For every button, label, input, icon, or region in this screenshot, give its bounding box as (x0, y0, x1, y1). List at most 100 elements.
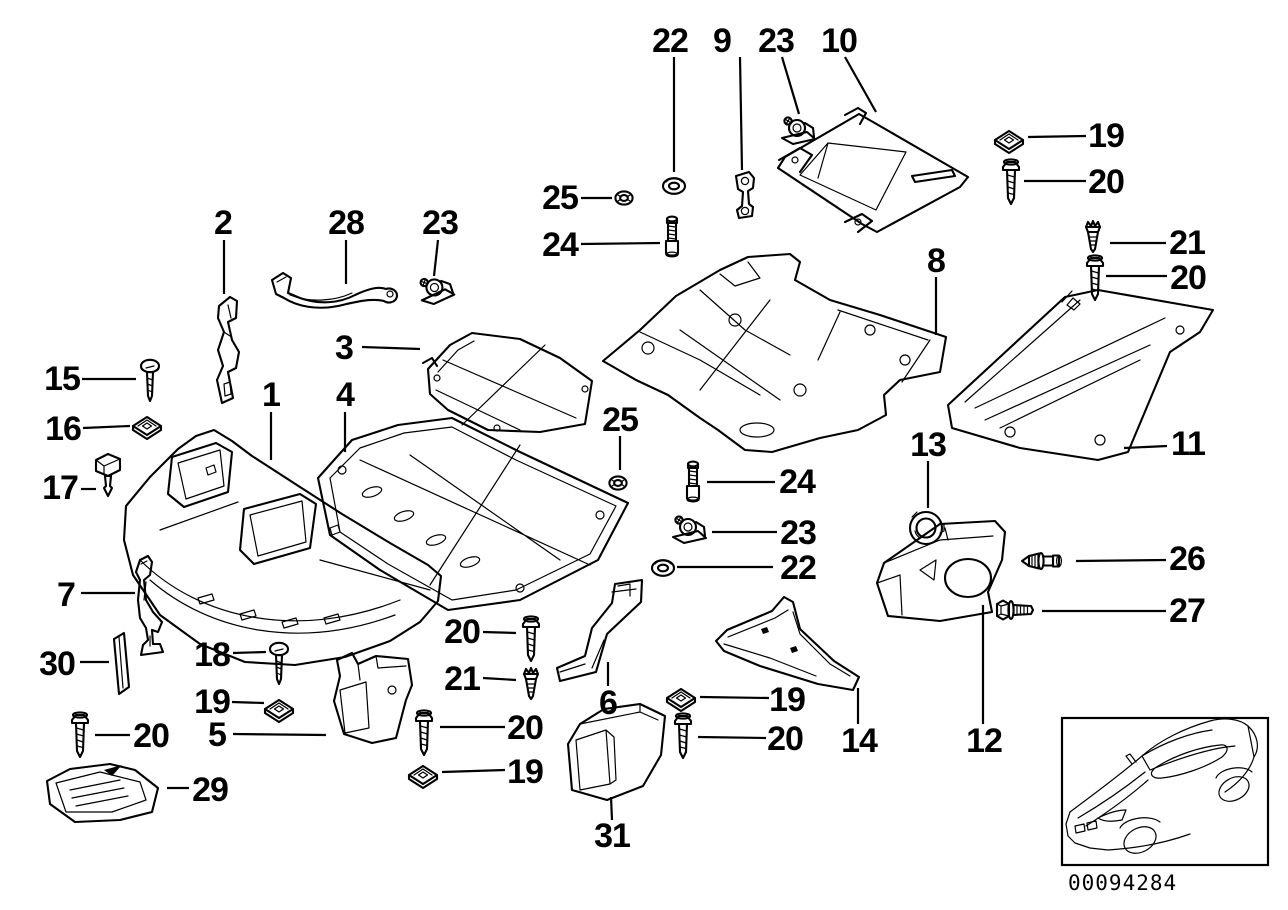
part-17-expanding-clip (94, 452, 122, 498)
car-outline-icon (1065, 718, 1258, 854)
part-20-hex-screw-b (1085, 254, 1105, 302)
part-callout-13[interactable]: 13 (910, 426, 947, 464)
part-callout-9[interactable]: 9 (713, 22, 732, 60)
part-callout-11[interactable]: 11 (1171, 425, 1206, 463)
leader-line-3 (361, 345, 421, 351)
part-callout-15[interactable]: 15 (44, 360, 81, 398)
part-callout-20[interactable]: 20 (444, 613, 481, 651)
leader-line-20 (697, 735, 767, 740)
part-callout-5[interactable]: 5 (208, 716, 227, 754)
part-callout-14[interactable]: 14 (841, 722, 879, 760)
part-24-shoulder-bolt-a (664, 215, 680, 258)
part-callout-8[interactable]: 8 (927, 242, 946, 280)
part-14-side-member-cover (714, 595, 861, 692)
part-23-cable-clip-mid (416, 272, 457, 308)
part-15-pan-screw (139, 358, 161, 403)
part-callout-2[interactable]: 2 (214, 204, 233, 242)
part-20-hex-screw-d (521, 615, 541, 663)
part-callout-24[interactable]: 24 (779, 463, 817, 501)
leader-line-23 (432, 239, 440, 277)
part-callout-23[interactable]: 23 (780, 514, 817, 552)
leader-lines (80, 56, 1168, 821)
part-5-air-duct-bracket (332, 651, 414, 745)
part-callout-20[interactable]: 20 (1170, 259, 1207, 297)
part-8-center-underfloor-panel (601, 252, 948, 454)
part-callout-10[interactable]: 10 (821, 22, 858, 60)
part-callout-1[interactable]: 1 (262, 376, 281, 414)
part-callout-24[interactable]: 24 (542, 226, 580, 264)
part-callout-25[interactable]: 25 (602, 401, 639, 439)
part-callout-20[interactable]: 20 (767, 720, 804, 758)
part-callout-20[interactable]: 20 (507, 709, 544, 747)
part-callout-16[interactable]: 16 (45, 410, 82, 448)
part-13-round-plug (908, 510, 946, 546)
part-callout-6[interactable]: 6 (599, 684, 618, 722)
part-callout-28[interactable]: 28 (328, 204, 365, 242)
leader-line-20 (482, 630, 517, 635)
part-25-grommet-a (614, 190, 634, 206)
part-4-engine-compartment-shield (316, 416, 630, 612)
part-callout-26[interactable]: 26 (1169, 540, 1206, 578)
part-callout-18[interactable]: 18 (194, 636, 231, 674)
leader-line-24 (580, 241, 661, 246)
part-30-spacer-strip (112, 631, 131, 696)
part-callout-23[interactable]: 23 (758, 22, 795, 60)
part-callout-29[interactable]: 29 (192, 771, 229, 809)
part-12-wheel-arch-cover (875, 519, 1007, 623)
part-29-air-grille-duct (45, 762, 160, 824)
part-19-clip-nut-d (665, 687, 697, 713)
part-callout-19[interactable]: 19 (1088, 117, 1125, 155)
part-callout-17[interactable]: 17 (42, 469, 79, 507)
part-callout-23[interactable]: 23 (422, 204, 459, 242)
part-callout-21[interactable]: 21 (1169, 224, 1206, 262)
leader-line-23 (780, 56, 801, 115)
part-callout-31[interactable]: 31 (594, 817, 631, 855)
part-3-engine-cover-panel (421, 331, 594, 434)
part-callout-4[interactable]: 4 (336, 376, 356, 414)
vehicle-inset: 00094284 (1060, 716, 1270, 895)
part-24-shoulder-bolt-b (685, 460, 701, 503)
part-callout-19[interactable]: 19 (769, 681, 806, 719)
leader-line-21 (482, 676, 517, 682)
leader-line-19 (699, 695, 770, 700)
part-callout-19[interactable]: 19 (507, 753, 544, 791)
part-callout-21[interactable]: 21 (444, 660, 481, 698)
leader-line-9 (738, 56, 744, 171)
part-21-expansion-plug-a (1084, 219, 1102, 254)
part-callout-12[interactable]: 12 (966, 722, 1003, 760)
part-callout-25[interactable]: 25 (542, 179, 579, 217)
part-callout-22[interactable]: 22 (652, 22, 689, 60)
part-callout-20[interactable]: 20 (133, 717, 170, 755)
part-callout-30[interactable]: 30 (39, 645, 76, 683)
leader-line-26 (1075, 558, 1167, 563)
part-31-air-duct-housing (566, 702, 667, 802)
part-callout-27[interactable]: 27 (1169, 592, 1206, 630)
part-25-grommet-b (608, 475, 628, 491)
part-1-front-air-duct-panel (122, 428, 443, 667)
part-22-grommet-top (661, 177, 687, 195)
part-19-clip-nut-c (407, 764, 439, 790)
leader-line-18 (232, 650, 267, 655)
part-23-cable-clip-low (671, 515, 708, 545)
part-10-mounting-plate (776, 106, 970, 234)
leader-line-11 (1123, 444, 1168, 450)
part-callout-19[interactable]: 19 (194, 683, 231, 721)
part-23-cable-clip-top (780, 116, 817, 146)
part-6-support-bracket (555, 578, 644, 683)
leader-line-19 (1027, 134, 1087, 139)
part-16-clip-nut (131, 415, 163, 441)
part-11-side-underfloor-panel (946, 288, 1215, 462)
part-callout-7[interactable]: 7 (57, 576, 76, 614)
part-7-z-holder (134, 554, 165, 657)
leader-line-19 (231, 700, 265, 705)
part-callout-20[interactable]: 20 (1088, 163, 1125, 201)
part-callout-22[interactable]: 22 (780, 549, 817, 587)
part-27-flange-bolt (995, 599, 1035, 621)
part-callout-3[interactable]: 3 (335, 329, 354, 367)
leader-line-5 (232, 732, 327, 737)
leader-line-19 (441, 768, 506, 774)
part-26-expanding-rivet (1020, 551, 1063, 571)
